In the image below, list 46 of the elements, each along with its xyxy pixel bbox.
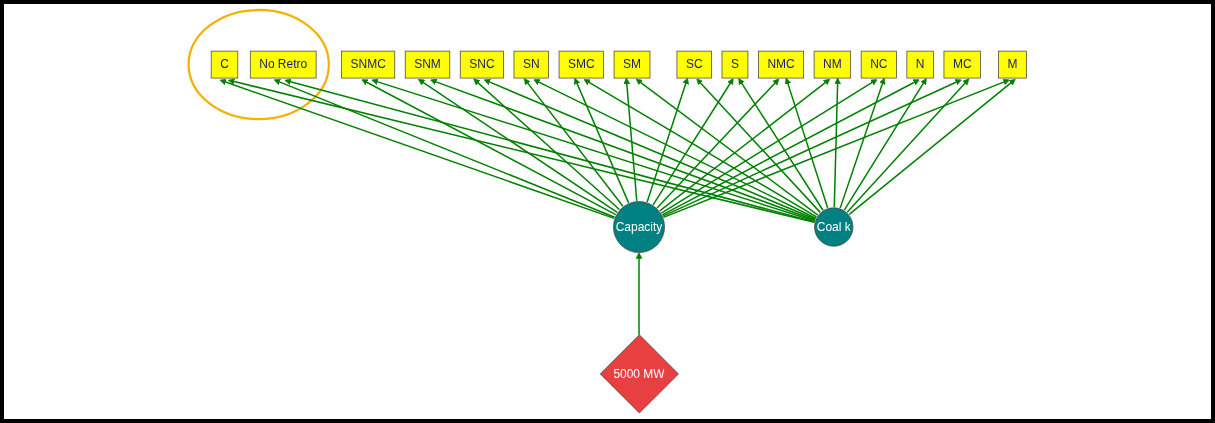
node-box: M: [998, 50, 1027, 79]
arrow: [273, 78, 616, 218]
arrow: [418, 78, 618, 214]
arrow: [635, 252, 643, 336]
arrow: [574, 77, 630, 204]
node-box: NMC: [758, 50, 804, 79]
node-circle: Capacity: [613, 201, 665, 253]
arrow: [662, 78, 1010, 219]
arrow: [583, 79, 818, 218]
node-box: SN: [513, 50, 549, 79]
node-box: NM: [813, 50, 852, 79]
node-box: C: [210, 50, 239, 79]
arrow: [623, 77, 638, 202]
arrow: [533, 79, 817, 219]
node-box: NC: [860, 50, 897, 79]
arrow: [523, 78, 624, 207]
arrow: [696, 78, 821, 214]
arrow: [738, 78, 824, 211]
node-circle: Coal k: [814, 207, 854, 247]
arrow: [656, 78, 780, 209]
arrow: [660, 79, 878, 214]
arrow: [848, 78, 1016, 216]
node-box: No Retro: [249, 50, 317, 79]
arrow: [361, 79, 617, 216]
arrow: [219, 78, 615, 220]
node-box: SNC: [459, 50, 504, 79]
arrow: [635, 78, 819, 216]
node-box: SM: [613, 50, 651, 79]
node-box: SNMC: [341, 50, 396, 79]
arrow: [659, 78, 831, 212]
arrow: [833, 77, 841, 208]
node-box: S: [721, 50, 749, 79]
node-box: SMC: [558, 50, 604, 79]
arrow: [839, 77, 886, 209]
node-diamond: 5000 MW: [599, 334, 679, 414]
cluster: [187, 8, 330, 121]
arrow: [846, 78, 970, 214]
node-box: SC: [676, 50, 712, 79]
arrow: [652, 78, 734, 206]
arrow: [784, 77, 829, 209]
node-box: MC: [943, 50, 981, 79]
arrow: [646, 77, 689, 203]
arrow: [473, 78, 621, 211]
node-box: SNM: [404, 50, 451, 79]
node-box: N: [906, 50, 934, 79]
arrow: [843, 78, 927, 211]
